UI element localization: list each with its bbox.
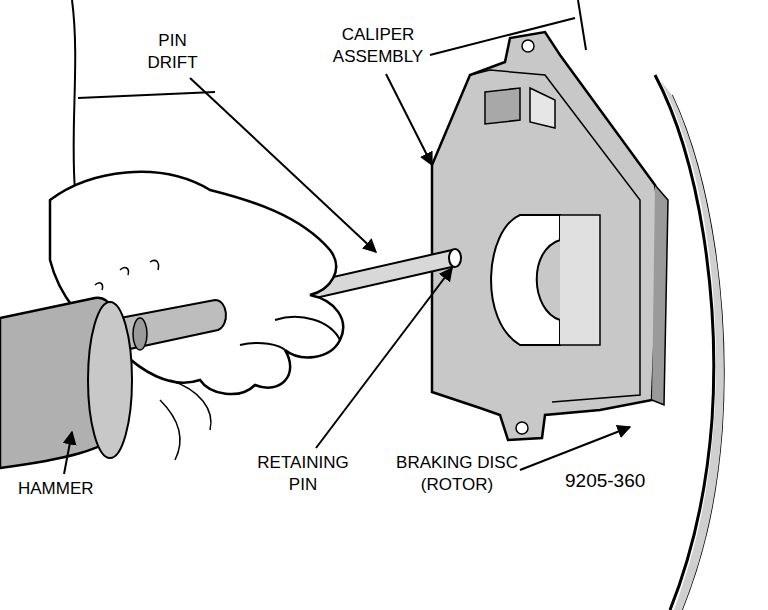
caliper-window <box>560 215 600 345</box>
finger-line <box>275 317 340 340</box>
hammer-handle <box>120 300 226 350</box>
knuckle-line <box>578 0 586 50</box>
part-label: HAMMER <box>18 478 94 500</box>
leader-line <box>316 268 452 448</box>
figure-number: 9205-360 <box>565 470 645 492</box>
motion-line <box>160 380 211 460</box>
caliper-boss <box>485 88 520 124</box>
part-label: PIN DRIFT <box>135 30 210 74</box>
knuckle-line <box>95 260 159 290</box>
hammer-face <box>88 302 132 458</box>
leader-line <box>386 74 432 165</box>
part-label: BRAKING DISC (ROTOR) <box>382 452 532 496</box>
caliper-edge <box>470 70 640 402</box>
caliper-window <box>491 215 560 345</box>
rotor-shade <box>660 80 724 610</box>
part-label: RETAINING PIN <box>244 452 362 496</box>
retaining-pin <box>449 249 461 267</box>
hammer-handle <box>133 318 147 350</box>
caliper-body <box>432 32 660 440</box>
part-label: CALIPER ASSEMBLY <box>323 24 433 68</box>
caliper-side <box>652 185 668 405</box>
arm-outline <box>72 0 75 190</box>
leader-line <box>520 427 630 470</box>
finger-line <box>240 343 285 350</box>
sleeve-line <box>78 92 215 98</box>
leader-line <box>190 78 376 252</box>
caliper-boss <box>530 88 555 128</box>
mount-hole <box>522 40 534 52</box>
mount-hole <box>516 422 528 434</box>
leader-line <box>64 432 72 474</box>
